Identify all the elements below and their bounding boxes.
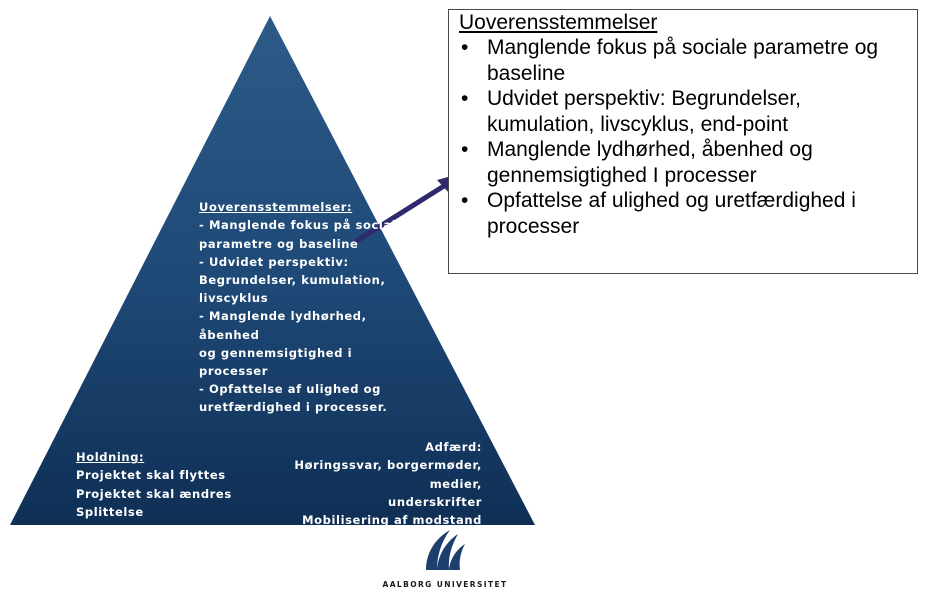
pyramid-left-text: Holdning: Projektet skal flyttes Projekte… bbox=[76, 430, 246, 521]
pyramid-right-title: Adfærd: bbox=[425, 440, 482, 455]
callout-item-text: Manglende fokus på sociale parametre og … bbox=[487, 36, 879, 85]
callout-item-text: Udvidet perspektiv: Begrundelser, kumula… bbox=[487, 87, 802, 136]
callout-list-item: • Opfattelse af ulighed og uretfærdighed … bbox=[459, 188, 907, 239]
bullet-icon: • bbox=[461, 138, 469, 161]
callout-item-text: Opfattelse af ulighed og uretfærdighed i… bbox=[487, 189, 856, 238]
callout-list-item: • Manglende lydhørhed, åbenhed og gennems… bbox=[459, 137, 907, 188]
callout-title: Uoverensstemmelser bbox=[459, 11, 658, 34]
callout-item-text: Manglende lydhørhed, åbenhed og gennemsi… bbox=[487, 138, 813, 187]
pyramid-left-body: Projektet skal flyttes Projektet skal æn… bbox=[76, 468, 232, 519]
aalborg-university-logo-icon bbox=[426, 530, 465, 570]
callout-list-item: • Udvidet perspektiv: Begrundelser, kumul… bbox=[459, 86, 907, 137]
bullet-icon: • bbox=[461, 189, 469, 212]
bullet-icon: • bbox=[461, 36, 469, 59]
pyramid-center-body: - Manglende fokus på sociale parametre o… bbox=[199, 218, 405, 415]
pyramid-shape bbox=[10, 16, 535, 525]
pyramid-center-title: Uoverensstemmelser: bbox=[199, 200, 353, 215]
callout-list-item: • Manglende fokus på sociale parametre og… bbox=[459, 35, 907, 86]
callout-box: Uoverensstemmelser • Manglende fokus på s… bbox=[448, 9, 918, 274]
callout-list: • Manglende fokus på sociale parametre og… bbox=[459, 35, 907, 239]
logo-text: AALBORG UNIVERSITET bbox=[382, 580, 508, 589]
pyramid-center-text: Uoverensstemmelser: - Manglende fokus på … bbox=[199, 180, 414, 417]
bullet-icon: • bbox=[461, 87, 469, 110]
pyramid-left-title: Holdning: bbox=[76, 450, 145, 465]
